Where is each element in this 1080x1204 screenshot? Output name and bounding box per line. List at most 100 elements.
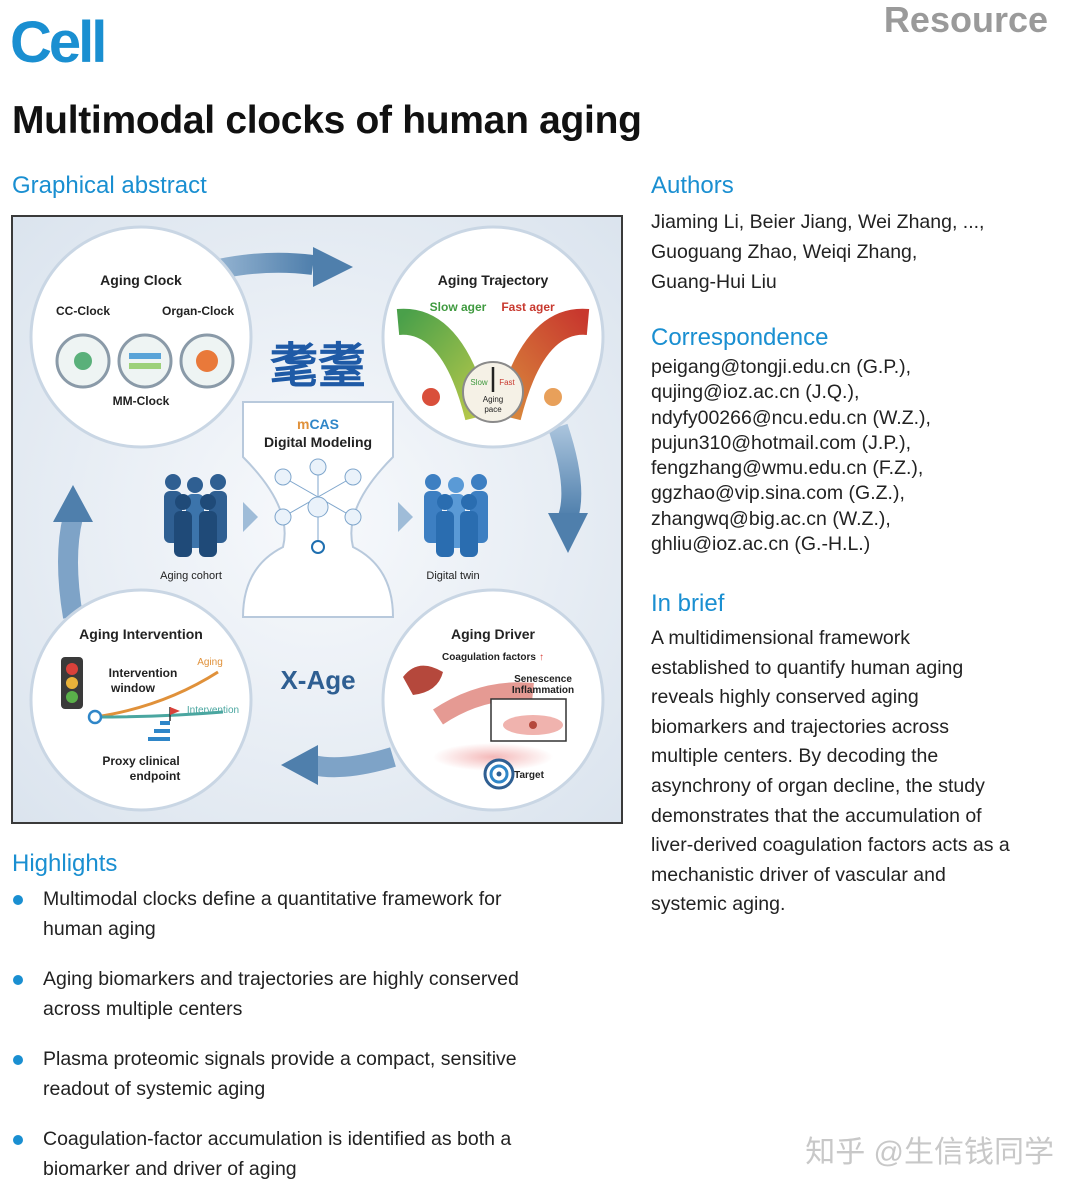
- flag-icon: [170, 707, 180, 715]
- mm-clock-label: MM-Clock: [113, 394, 170, 408]
- highlight-line: across multiple centers: [43, 998, 243, 1020]
- highlight-line: biomarker and driver of aging: [43, 1158, 297, 1180]
- flow-arrowhead-bottom: [281, 745, 318, 785]
- x-age-logo: X-Age: [280, 665, 355, 695]
- aging-trajectory-title: Aging Trajectory: [438, 272, 549, 288]
- intervention-window-label-2: window: [110, 681, 156, 695]
- intervention-curve: [94, 710, 224, 719]
- slow-ager-label: Slow ager: [430, 300, 487, 314]
- brief-line: systemic aging.: [651, 893, 786, 916]
- brief-line: biomarkers and trajectories across: [651, 715, 950, 738]
- food-icon: [544, 388, 562, 406]
- cohort-arrow: [243, 502, 258, 532]
- highlight-line: readout of systemic aging: [43, 1078, 266, 1100]
- cc-clock-label: CC-Clock: [56, 304, 110, 318]
- aging-driver-title: Aging Driver: [451, 626, 536, 642]
- email-link[interactable]: ghliu@ioz.ac.cn (G.-H.L.): [651, 533, 871, 556]
- graphical-abstract-figure: Aging Clock CC-Clock Organ-Clock MM-Cloc…: [11, 215, 623, 824]
- mm-clock-icon: [117, 333, 173, 389]
- flow-arrow-bottom: [310, 747, 396, 778]
- calligraphy-maodie: 耄耋: [270, 340, 366, 393]
- email-link[interactable]: peigang@tongji.edu.cn (G.P.),: [651, 356, 912, 378]
- bullet-icon: [13, 975, 23, 985]
- highlight-item: Plasma proteomic signals provide a compa…: [12, 1044, 612, 1104]
- aging-intervention-panel: Aging Intervention Intervention window A…: [29, 588, 253, 812]
- target-label: Target: [514, 770, 544, 781]
- digital-twin-figures: Digital twin: [424, 474, 488, 582]
- flow-arrow-right: [548, 423, 582, 521]
- proxy-endpoint-label-2: endpoint: [130, 769, 181, 783]
- in-brief-heading: In brief: [651, 590, 725, 617]
- email-link[interactable]: zhangwq@big.ac.cn (W.Z.),: [651, 507, 891, 530]
- graphical-abstract-svg: Aging Clock CC-Clock Organ-Clock MM-Cloc…: [13, 217, 621, 822]
- aging-intervention-title: Aging Intervention: [79, 626, 203, 642]
- senescence-label: Senescence: [514, 674, 572, 685]
- flow-arrowhead-right: [548, 513, 588, 553]
- flow-arrowhead-top: [313, 247, 353, 287]
- aging-cohort-figures: Aging cohort: [160, 474, 227, 582]
- email-link[interactable]: qujing@ioz.ac.cn (J.Q.),: [651, 381, 860, 404]
- article-title: Multimodal clocks of human aging: [12, 99, 642, 142]
- cell-logo: Cell: [10, 10, 107, 75]
- aging-trajectory-panel: Aging Trajectory Slow ager Fast ager Slo…: [381, 225, 605, 449]
- email-link[interactable]: ndyfy00266@ncu.edu.cn (W.Z.),: [651, 406, 931, 429]
- organ-clock-label: Organ-Clock: [162, 304, 234, 318]
- aging-curve: [94, 670, 219, 719]
- aging-clock-panel: Aging Clock CC-Clock Organ-Clock MM-Cloc…: [29, 225, 253, 449]
- email-link[interactable]: pujun310@hotmail.com (J.P.),: [651, 431, 912, 454]
- authors-heading: Authors: [651, 172, 734, 199]
- authors-list: Jiaming Li, Beier Jiang, Wei Zhang, ...,…: [651, 207, 1051, 297]
- correspondence-heading: Correspondence: [651, 324, 829, 351]
- brief-line: multiple centers. By decoding the: [651, 745, 939, 768]
- email-link[interactable]: fengzhang@wmu.edu.cn (F.Z.),: [651, 457, 924, 480]
- intervention-point: [87, 709, 103, 725]
- bullet-icon: [13, 1055, 23, 1065]
- aging-driver-panel: Aging Driver Coagulation factors↑ Senesc…: [381, 588, 605, 812]
- email-link[interactable]: ggzhao@vip.sina.com (G.Z.),: [651, 482, 905, 505]
- flow-arrow-left: [58, 514, 83, 619]
- correspondence-list: peigang@tongji.edu.cn (G.P.), qujing@ioz…: [651, 355, 1071, 557]
- gauge-aging-label: Aging: [483, 395, 503, 404]
- authors-line: Jiaming Li, Beier Jiang, Wei Zhang, ...,: [651, 211, 985, 233]
- highlight-line: Plasma proteomic signals provide a compa…: [43, 1048, 517, 1070]
- brief-line: demonstrates that the accumulation of: [651, 804, 982, 827]
- brief-line: reveals highly conserved aging: [651, 686, 919, 709]
- aging-clock-title: Aging Clock: [100, 272, 182, 288]
- brief-line: established to quantify human aging: [651, 656, 964, 679]
- brief-line: mechanistic driver of vascular and: [651, 863, 946, 886]
- inflammation-label: Inflammation: [512, 685, 574, 696]
- zhihu-watermark: 知乎 @生信钱同学: [805, 1136, 1054, 1169]
- liver-icon: [403, 665, 443, 695]
- highlight-line: Multimodal clocks define a quantitative …: [43, 888, 502, 910]
- digital-twin-label: Digital twin: [426, 570, 479, 582]
- highlight-item: Multimodal clocks define a quantitative …: [12, 884, 612, 944]
- coagulation-factors-label: Coagulation factors↑: [442, 652, 544, 663]
- brief-line: asynchrony of organ decline, the study: [651, 774, 985, 797]
- article-type-label: Resource: [883, 0, 1048, 40]
- network-graph: [274, 458, 362, 554]
- fruit-icon: [422, 388, 440, 406]
- blood-vessel: [433, 682, 534, 725]
- bullet-icon: [13, 895, 23, 905]
- flow-arrowhead-left: [53, 485, 93, 522]
- gauge-slow-label: Slow: [470, 378, 488, 387]
- authors-line: Guang-Hui Liu: [651, 271, 777, 293]
- intervention-window-label-1: Intervention: [109, 666, 178, 680]
- intervention-curve-label: Intervention: [187, 705, 239, 716]
- mcas-brand: mCAS: [297, 416, 339, 432]
- highlights-heading: Highlights: [12, 850, 118, 877]
- brief-line: liver-derived coagulation factors acts a…: [651, 834, 1010, 857]
- brief-line: A multidimensional framework: [651, 627, 911, 649]
- gauge-pace-label: pace: [484, 405, 502, 414]
- aging-cohort-label: Aging cohort: [160, 570, 222, 582]
- authors-line: Guoguang Zhao, Weiqi Zhang,: [651, 241, 918, 263]
- gauge-fast-label: Fast: [499, 378, 515, 387]
- fast-ager-label: Fast ager: [501, 300, 555, 314]
- proxy-endpoint-label-1: Proxy clinical: [102, 754, 179, 768]
- highlights-list: Multimodal clocks define a quantitative …: [12, 884, 612, 1204]
- highlight-line: Aging biomarkers and trajectories are hi…: [43, 968, 519, 990]
- bullet-icon: [13, 1135, 23, 1145]
- graphical-abstract-heading: Graphical abstract: [12, 172, 207, 199]
- in-brief-text: A multidimensional framework established…: [651, 624, 1061, 920]
- highlight-item: Aging biomarkers and trajectories are hi…: [12, 964, 612, 1024]
